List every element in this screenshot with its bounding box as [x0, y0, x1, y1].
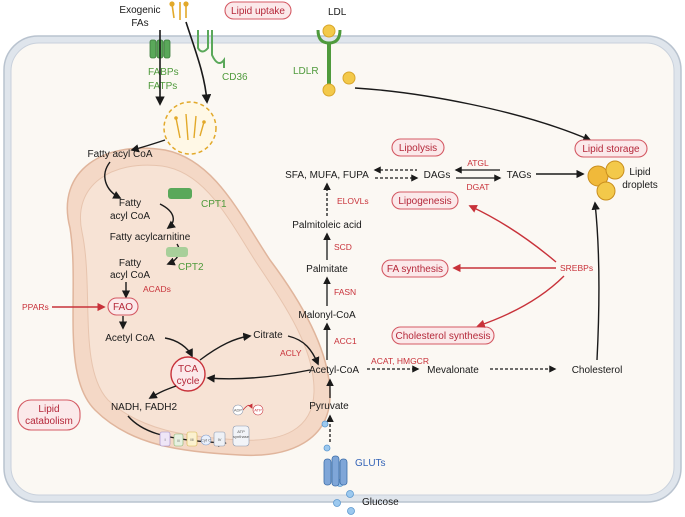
ppars-label: PPARs: [22, 302, 49, 312]
acly-label: ACLY: [280, 348, 302, 358]
svg-text:Lipolysis: Lipolysis: [399, 143, 437, 154]
dags-label: DAGs: [424, 170, 451, 181]
fatty-acyl-coa-mito-2: Fatty acyl CoA: [110, 258, 150, 281]
svg-text:catabolism: catabolism: [25, 416, 73, 427]
fatty-acylcarnitine: Fatty acylcarnitine: [110, 232, 191, 243]
acat-hmgcr-label: ACAT, HMGCR: [371, 356, 429, 366]
cd36-receptor-icon: [197, 30, 225, 68]
svg-text:I: I: [164, 437, 165, 442]
svg-text:Lipogenesis: Lipogenesis: [398, 196, 451, 207]
glucose-label: Glucose: [362, 497, 399, 508]
tags-label: TAGs: [507, 170, 532, 181]
svg-text:Lipid: Lipid: [38, 404, 59, 415]
acetyl-coa-cytosol-label: Acetyl-CoA: [309, 365, 359, 376]
tca-cycle-icon: TCA cycle: [170, 356, 206, 392]
fa-synthesis-badge: FA synthesis: [381, 259, 449, 278]
exogenous-fas-label: Exogenic FAs: [119, 5, 160, 29]
svg-text:Cyt C: Cyt C: [201, 438, 211, 443]
svg-text:acyl CoA: acyl CoA: [110, 211, 150, 222]
fatty-acyl-coa-mito-1: Fatty acyl CoA: [110, 198, 150, 222]
svg-text:Lipid uptake: Lipid uptake: [231, 6, 285, 17]
svg-text:cycle: cycle: [177, 376, 200, 387]
fatty-acid-vesicle-icon: [163, 101, 217, 155]
svg-text:Exogenic: Exogenic: [119, 5, 160, 16]
svg-text:Lipid storage: Lipid storage: [582, 144, 640, 155]
fatty-acid-chains-icon: [169, 1, 189, 20]
srebps-label: SREBPs: [560, 263, 593, 273]
cd36-label: CD36: [222, 72, 248, 83]
lipid-catabolism-badge: Lipid catabolism: [17, 399, 81, 431]
fao-badge: FAO: [107, 297, 139, 316]
fatps-label: FATPs: [148, 81, 177, 92]
fatty-acyl-coa-cytosol: Fatty acyl CoA: [87, 149, 152, 160]
svg-text:synthase: synthase: [233, 434, 250, 439]
svg-text:FAs: FAs: [131, 18, 148, 29]
lipid-droplets-icon: [587, 160, 625, 201]
fabps-transporter-icon: [149, 39, 171, 59]
scd-label: SCD: [334, 242, 352, 252]
citrate-label: Citrate: [253, 330, 283, 341]
acetyl-coa-mito: Acetyl CoA: [105, 333, 155, 344]
svg-text:FA synthesis: FA synthesis: [387, 264, 443, 275]
ldl-receptor-icon: [316, 24, 356, 97]
svg-text:IV: IV: [218, 437, 222, 442]
lipid-storage-badge: Lipid storage: [574, 139, 648, 158]
cholesterol-label: Cholesterol: [572, 365, 623, 376]
atgl-label: ATGL: [467, 158, 489, 168]
cpt1-label: CPT1: [201, 199, 227, 210]
svg-text:Fatty: Fatty: [119, 198, 141, 209]
cpt2-transporter-icon: [166, 247, 188, 257]
gluts-transporter-icon: [323, 455, 348, 487]
svg-text:ATP: ATP: [254, 408, 262, 413]
mitochondrion: [66, 147, 331, 457]
cpt1-transporter-icon: [168, 188, 192, 199]
svg-text:Cholesterol synthesis: Cholesterol synthesis: [395, 331, 490, 342]
ldl-label: LDL: [328, 7, 347, 18]
lipid-uptake-badge: Lipid uptake: [224, 1, 292, 20]
svg-text:TCA: TCA: [178, 364, 198, 375]
elovls-label: ELOVLs: [337, 196, 369, 206]
lipid-droplets-label-2: droplets: [622, 180, 658, 191]
ldlr-label: LDLR: [293, 66, 319, 77]
svg-text:Fatty: Fatty: [119, 258, 141, 269]
electron-transport-chain-icon: I II III Cyt C IV ATP synthase ADP ATP: [159, 403, 264, 447]
svg-text:ATP: ATP: [237, 429, 245, 434]
pyruvate-label: Pyruvate: [309, 401, 349, 412]
palmitate-label: Palmitate: [306, 264, 348, 275]
cpt2-label: CPT2: [178, 262, 204, 273]
mevalonate-label: Mevalonate: [427, 365, 479, 376]
svg-text:II: II: [177, 438, 179, 443]
cholesterol-synthesis-badge: Cholesterol synthesis: [391, 326, 495, 345]
acc1-label: ACC1: [334, 336, 357, 346]
nadh-fadh2-label: NADH, FADH2: [111, 402, 178, 413]
acads-label: ACADs: [143, 284, 171, 294]
fabps-label: FABPs: [148, 67, 179, 78]
svg-text:acyl CoA: acyl CoA: [110, 270, 150, 281]
lipolysis-badge: Lipolysis: [391, 138, 445, 157]
lipid-droplets-label-1: Lipid: [629, 167, 650, 178]
svg-text:III: III: [190, 437, 193, 442]
fasn-label: FASN: [334, 287, 356, 297]
gluts-label: GLUTs: [355, 458, 386, 469]
sfa-mufa-fupa-label: SFA, MUFA, FUPA: [285, 170, 369, 181]
palmitoleic-acid-label: Palmitoleic acid: [292, 220, 361, 231]
svg-text:ADP: ADP: [234, 408, 243, 413]
dgat-label: DGAT: [467, 182, 490, 192]
svg-text:FAO: FAO: [113, 302, 133, 313]
lipogenesis-badge: Lipogenesis: [391, 191, 459, 210]
malonyl-coa-label: Malonyl-CoA: [298, 310, 356, 321]
